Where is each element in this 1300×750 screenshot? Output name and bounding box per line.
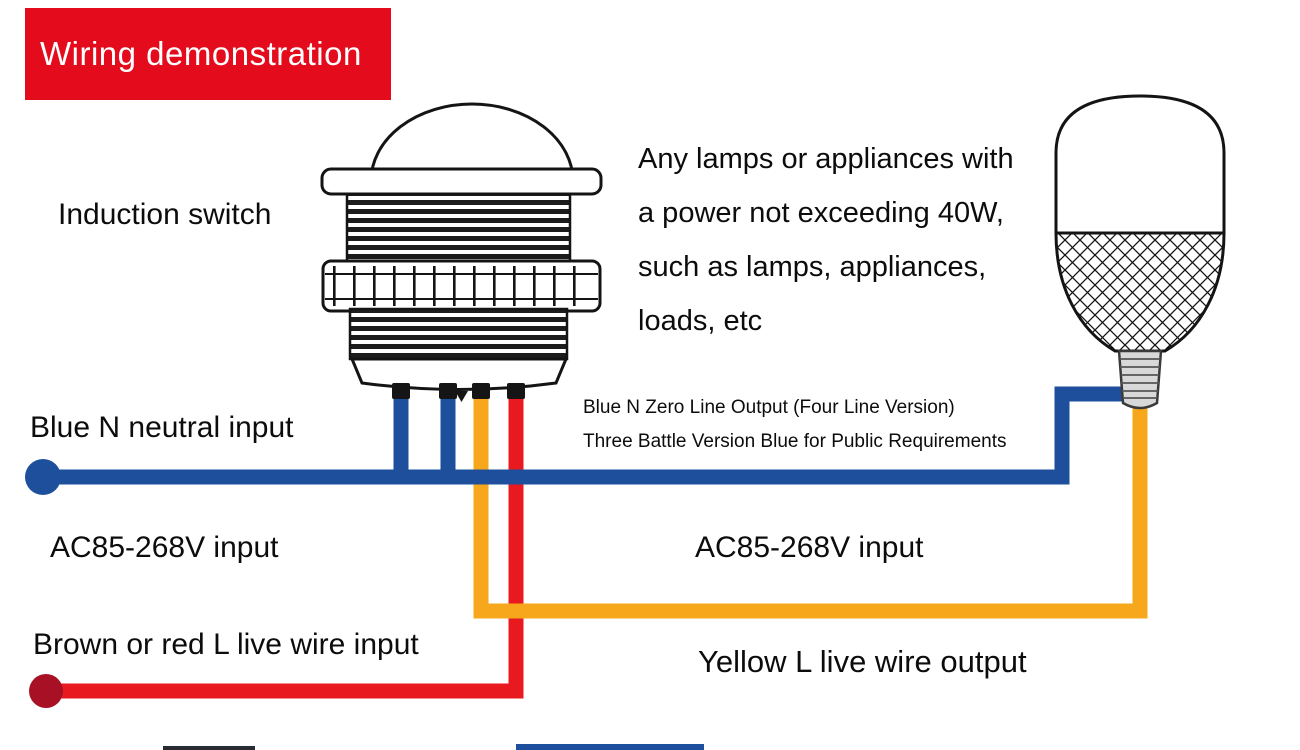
bulb-screw-base <box>1117 349 1163 410</box>
ac-input-left-label: AC85-268V input <box>50 531 279 564</box>
led-bulb-drawing <box>1054 94 1226 410</box>
blue-output-note-line2: Three Battle Version Blue for Public Req… <box>583 431 1007 452</box>
yellow-live-output-label: Yellow L live wire output <box>698 644 1027 679</box>
terminal-blue-output <box>439 383 457 399</box>
switch-dome <box>369 102 575 182</box>
appliance-note-line1: Any lamps or appliances with <box>638 143 1014 175</box>
ac-input-right-label: AC85-268V input <box>695 531 924 564</box>
bulb-body-top <box>1054 94 1226 235</box>
bulb-heatsink-crosshatch <box>1054 231 1226 353</box>
switch-upper-threads <box>345 192 572 263</box>
red-wire-path <box>46 396 524 699</box>
title-banner-label: Wiring demonstration <box>40 35 362 72</box>
brown-red-live-input-label: Brown or red L live wire input <box>33 628 419 661</box>
blue-output-note: Blue N Zero Line Output (Four Line Versi… <box>583 391 1007 459</box>
blue-wire-main-path <box>43 386 1128 485</box>
red-live-wire <box>29 396 524 708</box>
title-banner: Wiring demonstration <box>25 8 391 100</box>
bulb-base-ridges <box>1120 358 1160 399</box>
appliance-note: Any lamps or appliances with a power not… <box>638 132 1014 348</box>
switch-base <box>349 357 569 391</box>
terminal-blue-input <box>392 383 410 399</box>
blue-output-note-line1: Blue N Zero Line Output (Four Line Versi… <box>583 397 955 418</box>
switch-top-flange <box>320 167 603 196</box>
induction-switch-drawing <box>320 102 603 391</box>
blue-neutral-wire <box>25 386 1128 495</box>
switch-lower-threads <box>348 307 569 361</box>
yellow-output-wire <box>473 394 1148 619</box>
terminal-yellow-output <box>472 383 490 399</box>
yellow-wire-path <box>473 394 1148 619</box>
terminal-red-input <box>507 383 525 399</box>
appliance-note-line2: a power not exceeding 40W, <box>638 197 1004 229</box>
switch-terminals <box>392 383 525 402</box>
blue-neutral-input-label: Blue N neutral input <box>30 411 294 444</box>
bottom-artifact-dark <box>163 746 255 750</box>
bottom-artifact-blue <box>516 744 704 750</box>
neutral-input-dot <box>25 459 61 495</box>
appliance-note-line4: loads, etc <box>638 305 763 337</box>
induction-switch-label: Induction switch <box>58 198 272 231</box>
live-input-dot <box>29 674 63 708</box>
terminal-arrow-icon <box>455 391 468 402</box>
appliance-note-line3: such as lamps, appliances, <box>638 251 987 283</box>
